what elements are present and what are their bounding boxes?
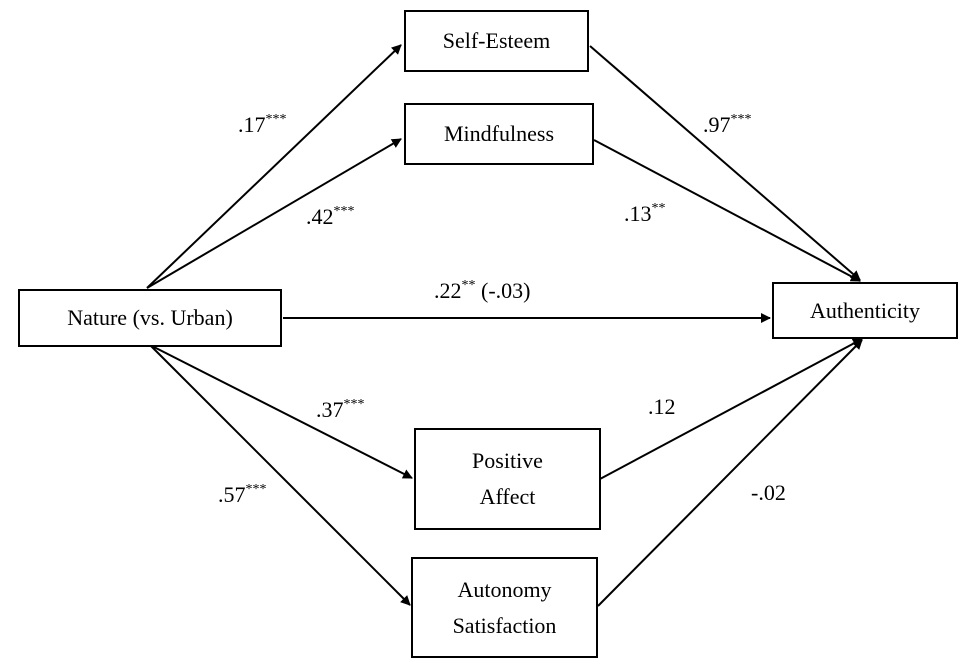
node-authenticity-label: Authenticity bbox=[810, 297, 920, 323]
coef-value: .97 bbox=[703, 112, 731, 137]
arrow-positive-affect-to-authenticity bbox=[599, 338, 863, 480]
arrow-nature-to-mindfulness bbox=[146, 138, 402, 289]
node-nature-label: Nature (vs. Urban) bbox=[67, 305, 233, 330]
node-autonomy-line2: Satisfaction bbox=[452, 612, 557, 638]
coef-value: .57 bbox=[218, 482, 246, 507]
node-mindfulness-label: Mindfulness bbox=[444, 121, 554, 146]
coef-sig: *** bbox=[245, 482, 267, 497]
coef-sig: *** bbox=[333, 204, 355, 219]
coef-sig: ** bbox=[461, 278, 476, 293]
arrow-nature-to-autonomy bbox=[149, 344, 411, 606]
coef-value: .17 bbox=[238, 112, 266, 137]
coef-suffix: (-.03) bbox=[475, 278, 531, 303]
arrow-nature-to-self-esteem bbox=[146, 44, 402, 289]
coef-autonomy-authenticity: -.02 bbox=[751, 482, 786, 504]
node-mindfulness: Mindfulness bbox=[404, 103, 594, 165]
coef-sig: *** bbox=[343, 397, 365, 412]
coef-nature-authenticity: .22** (-.03) bbox=[434, 278, 531, 303]
node-positive-affect-line1: Positive bbox=[472, 448, 543, 473]
coef-sig: ** bbox=[651, 201, 666, 216]
node-self-esteem: Self-Esteem bbox=[404, 10, 589, 72]
node-positive-affect: Positive Affect bbox=[414, 428, 601, 530]
coef-mindfulness-authenticity: .13** bbox=[624, 201, 666, 226]
coef-nature-autonomy: .57*** bbox=[218, 482, 267, 507]
coef-nature-positive-affect: .37*** bbox=[316, 397, 365, 422]
coef-nature-self-esteem: .17*** bbox=[238, 112, 287, 137]
node-positive-affect-line2: Affect bbox=[479, 484, 536, 509]
node-autonomy-line1: Autonomy bbox=[457, 576, 552, 602]
arrow-nature-to-positive-affect bbox=[149, 344, 413, 479]
coef-self-esteem-authenticity: .97*** bbox=[703, 112, 752, 137]
coef-value: .22 bbox=[434, 278, 462, 303]
arrow-mindfulness-to-authenticity bbox=[593, 139, 861, 282]
coef-positive-affect-authenticity: .12 bbox=[648, 396, 676, 418]
arrow-self-esteem-to-authenticity bbox=[589, 45, 861, 281]
coef-nature-mindfulness: .42*** bbox=[306, 204, 355, 229]
coef-value: .12 bbox=[648, 394, 676, 419]
node-authenticity: Authenticity bbox=[772, 282, 958, 339]
node-autonomy: Autonomy Satisfaction bbox=[411, 557, 598, 658]
coef-value: -.02 bbox=[751, 480, 786, 505]
coef-value: .13 bbox=[624, 201, 652, 226]
coef-sig: *** bbox=[730, 112, 752, 127]
arrow-autonomy-to-authenticity bbox=[597, 339, 863, 607]
node-nature: Nature (vs. Urban) bbox=[18, 289, 282, 347]
coef-value: .42 bbox=[306, 204, 334, 229]
coef-value: .37 bbox=[316, 397, 344, 422]
coef-sig: *** bbox=[265, 112, 287, 127]
node-self-esteem-label: Self-Esteem bbox=[442, 28, 551, 53]
